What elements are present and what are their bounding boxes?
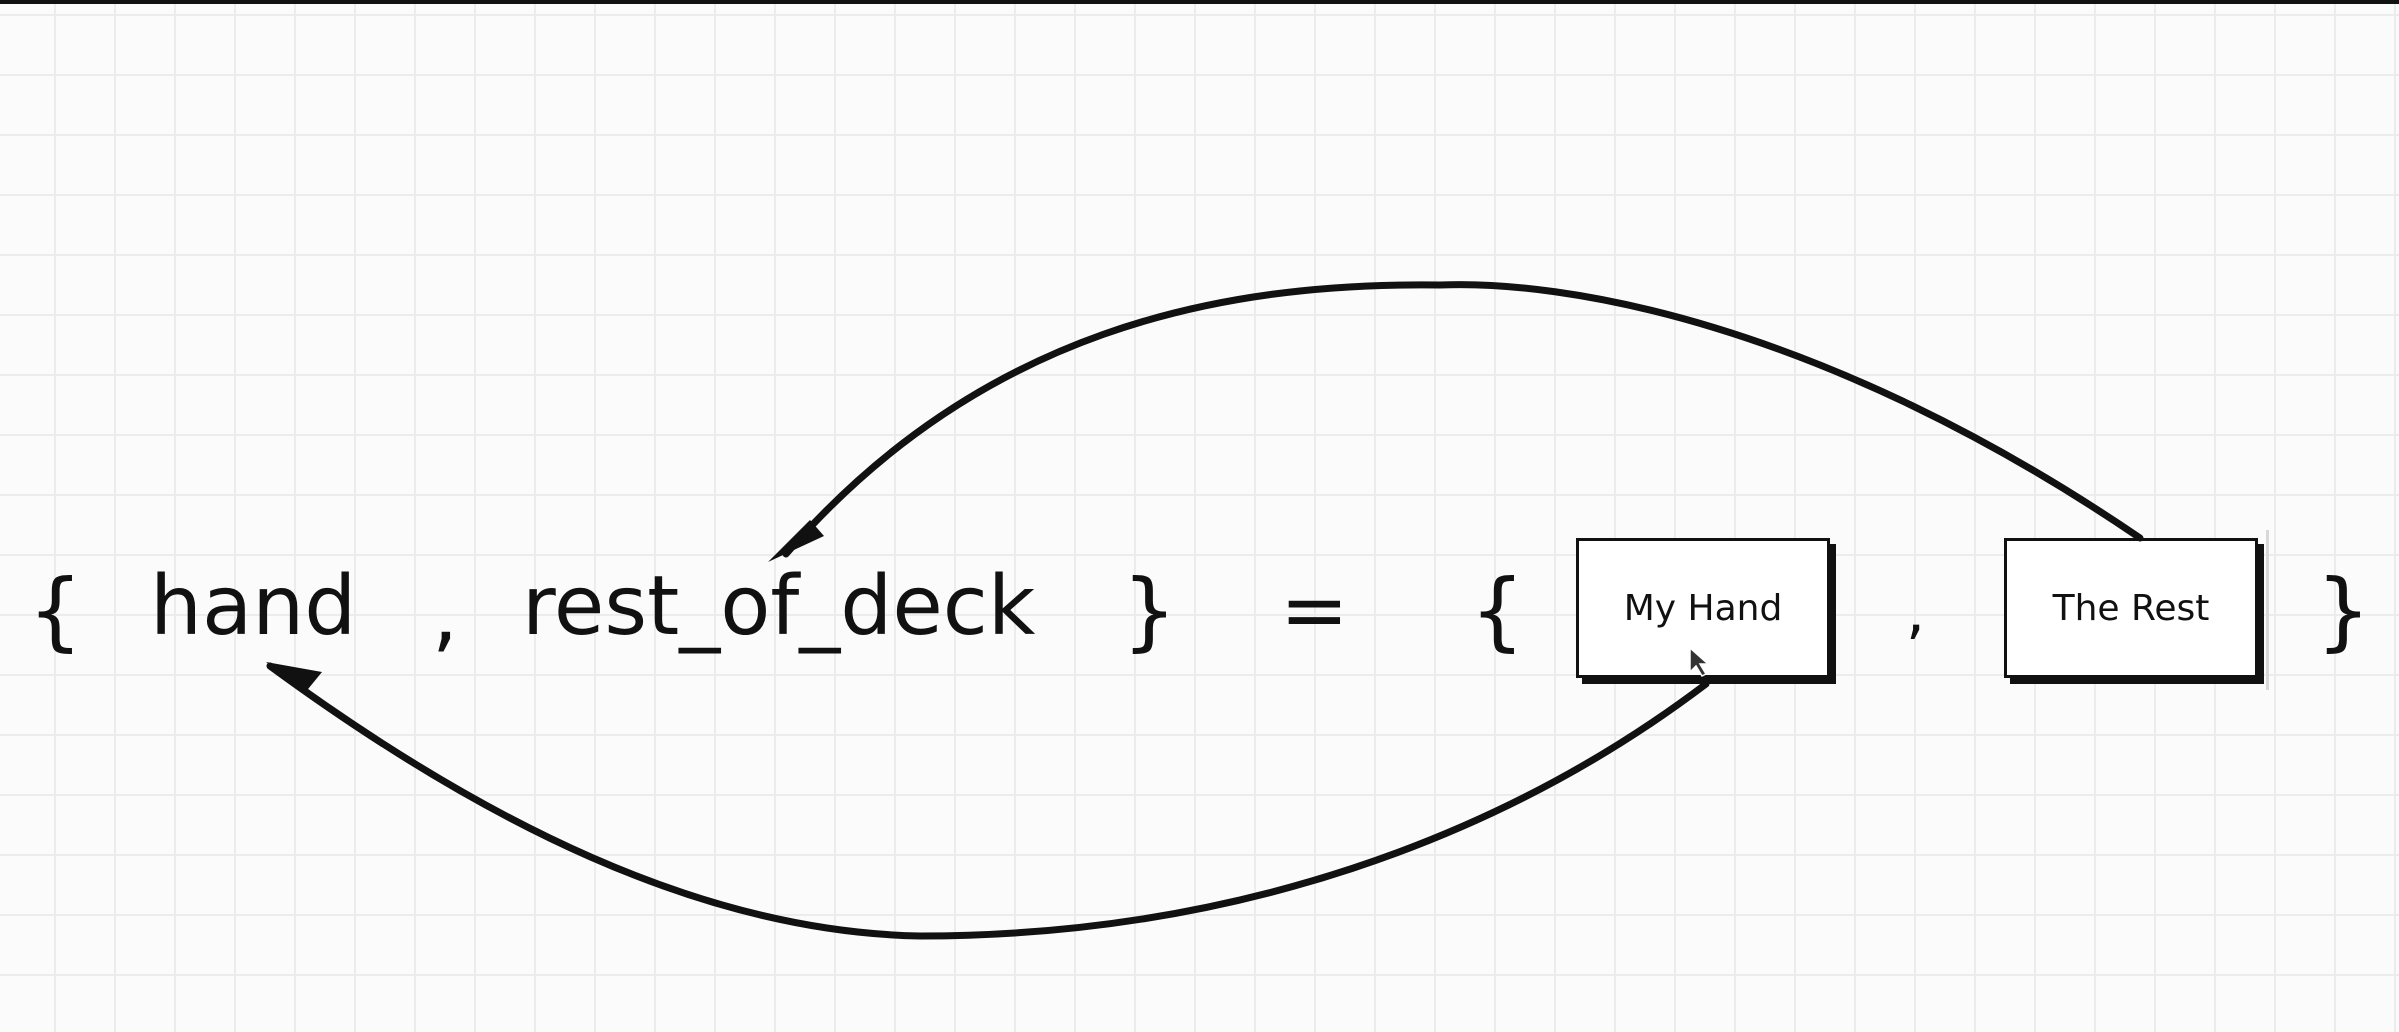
faint-divider (2266, 530, 2269, 690)
left-variable-rest-of-deck: rest_of_deck (522, 559, 1036, 654)
value-box-the-rest[interactable]: The Rest (2004, 538, 2258, 678)
equals-sign: = (1280, 563, 1349, 658)
left-open-brace: { (28, 561, 83, 661)
left-comma: , (432, 567, 459, 662)
arrow-head-icon (768, 520, 824, 562)
left-close-brace: } (1122, 561, 1177, 661)
window-top-border (0, 0, 2399, 4)
right-open-brace: { (1470, 561, 1525, 661)
arrow-head-icon (266, 662, 322, 694)
value-box-my-hand-label: My Hand (1623, 587, 1783, 629)
right-comma: , (1906, 577, 1926, 647)
value-box-the-rest-label: The Rest (2052, 587, 2210, 629)
value-box-my-hand[interactable]: My Hand (1576, 538, 1830, 678)
right-close-brace: } (2316, 561, 2371, 661)
left-variable-hand: hand (150, 559, 357, 654)
arrow-the-rest-to-rest-of-deck (782, 281, 2144, 558)
arrow-my-hand-to-hand (266, 662, 1710, 940)
